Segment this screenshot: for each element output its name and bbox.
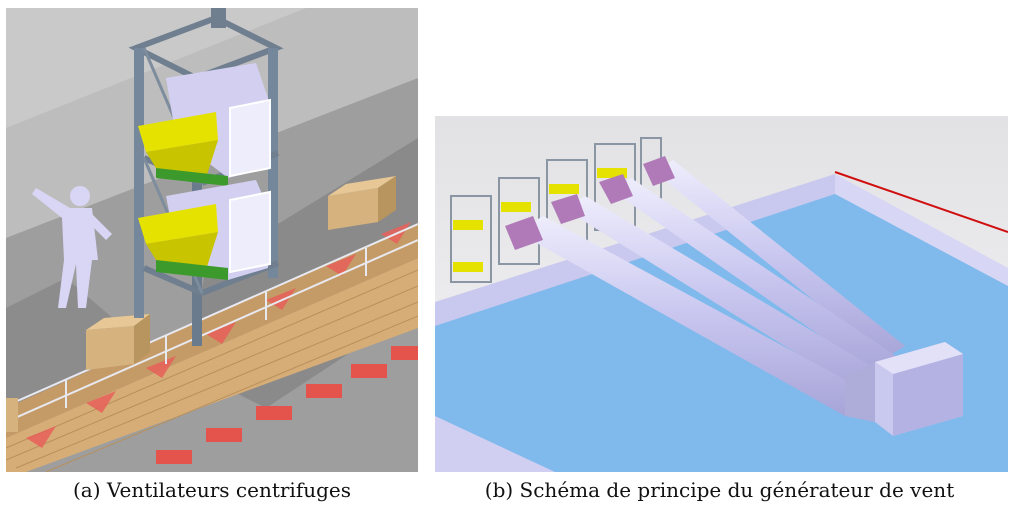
wind-generator-scene	[435, 116, 1008, 472]
panel-b-wind-generator-schematic	[435, 116, 1008, 472]
fan-upper	[138, 63, 271, 186]
walkway-railing	[6, 223, 418, 423]
fan-lower	[138, 180, 271, 280]
pipe-nozzles	[505, 156, 675, 250]
fans-scene	[6, 8, 418, 472]
caption-panel-b: (b) Schéma de principe du générateur de …	[484, 478, 955, 502]
basin-front-wall	[435, 416, 555, 472]
wind-pipes	[517, 160, 905, 416]
walkway-planks	[6, 269, 418, 472]
wall-highlight	[6, 8, 306, 128]
red-edge-line	[834, 171, 1008, 233]
outlet-box	[845, 342, 963, 436]
person-shadow	[6, 278, 136, 418]
crate-right	[328, 176, 396, 230]
panel-a-fans-rendering	[6, 8, 418, 472]
walkway-supports	[156, 346, 418, 464]
crate-left	[86, 314, 150, 370]
basin-back-wall	[835, 174, 1008, 286]
crate-edge	[6, 398, 18, 432]
caption-panel-a: (a) Ventilateurs centrifuges	[73, 478, 351, 502]
person-silhouette	[32, 186, 112, 308]
walkway-deck	[6, 258, 418, 472]
